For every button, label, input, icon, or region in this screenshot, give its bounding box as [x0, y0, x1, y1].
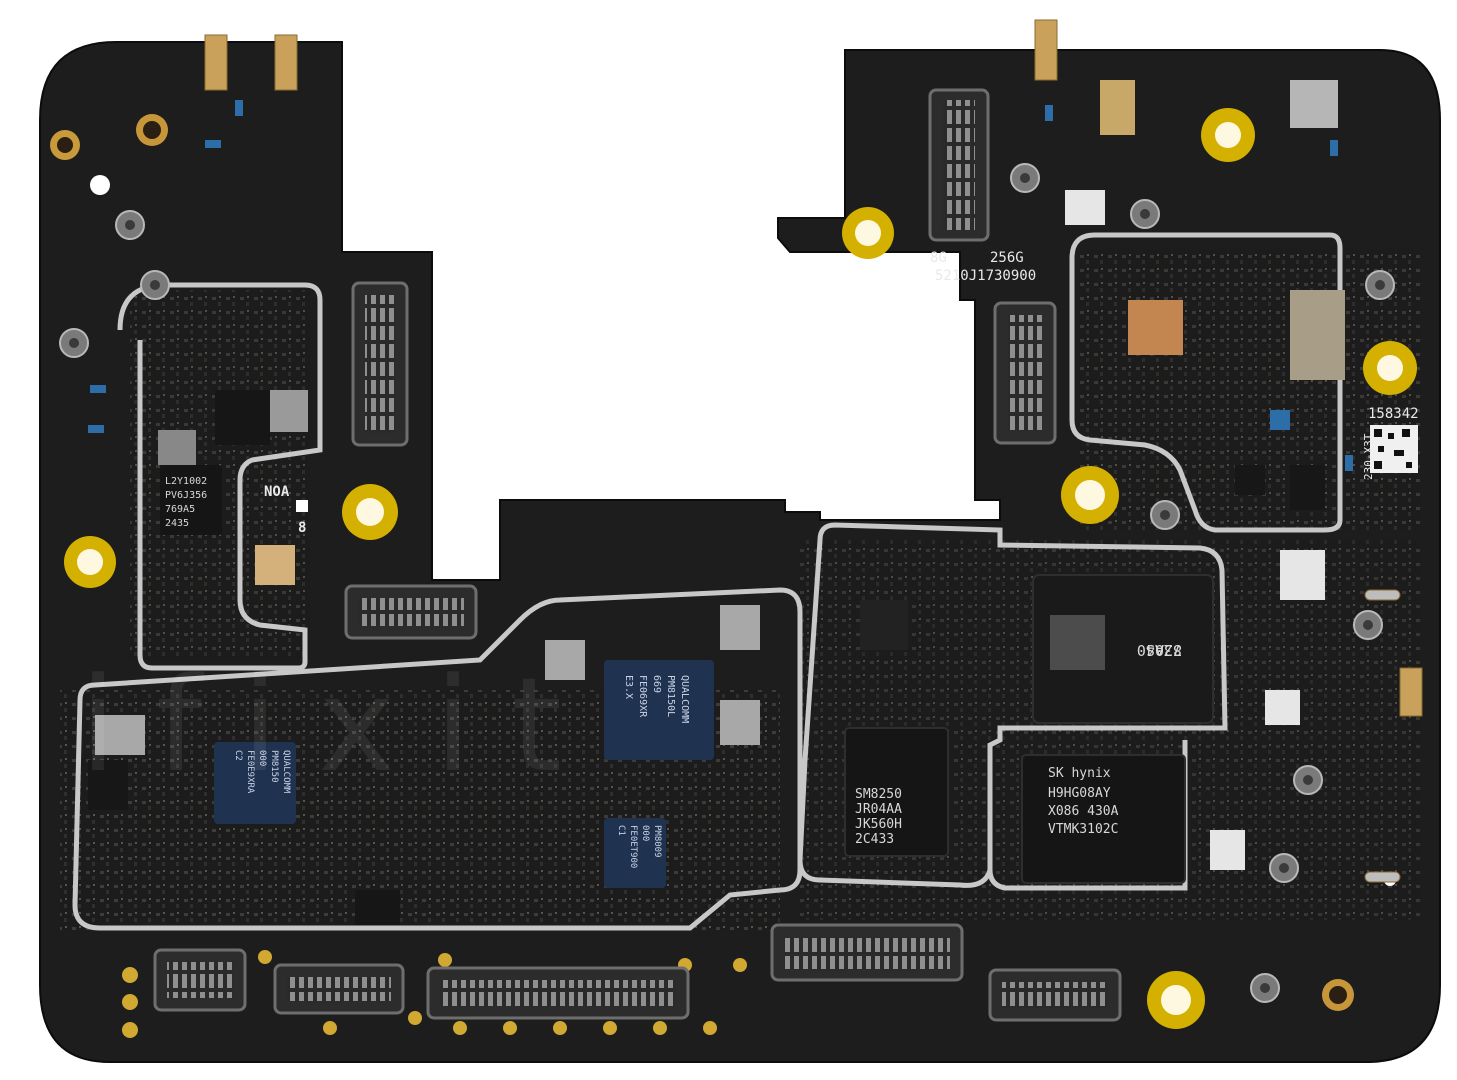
- spring-contacts: [204, 19, 1423, 883]
- svg-text:E3.X: E3.X: [623, 675, 634, 699]
- antenna-connectors: [59, 163, 1395, 1003]
- svg-text:L2Y1002: L2Y1002: [165, 476, 207, 487]
- silk-storage-size: 256G: [990, 250, 1024, 266]
- svg-text:PM8009: PM8009: [652, 825, 662, 858]
- svg-text:C2: C2: [233, 750, 243, 761]
- svg-text:PM8150: PM8150: [269, 750, 279, 783]
- svg-text:QUALCOMM: QUALCOMM: [679, 675, 690, 723]
- svg-text:FE0E9XRA: FE0E9XRA: [245, 750, 255, 794]
- svg-text:JK560H: JK560H: [855, 817, 902, 832]
- chip-pmic-b: QUALCOMM PM8150 000 FE0E9XRA C2: [214, 742, 296, 824]
- svg-text:669: 669: [651, 675, 662, 693]
- svg-text:2C433: 2C433: [855, 832, 894, 847]
- watermark: ifixit: [80, 649, 602, 801]
- svg-text:SK hynix: SK hynix: [1048, 766, 1111, 781]
- svg-text:JR04AA: JR04AA: [855, 802, 902, 817]
- mounting-holes: [50, 108, 1417, 1029]
- svg-text:000: 000: [640, 825, 650, 841]
- svg-text:2435: 2435: [165, 518, 189, 529]
- svg-text:VTMK3102C: VTMK3102C: [1048, 822, 1118, 837]
- svg-text:C1: C1: [616, 825, 626, 836]
- shield-trace-center: [817, 522, 1228, 891]
- svg-text:X086 430A: X086 430A: [1048, 804, 1119, 819]
- svg-text:QUALCOMM: QUALCOMM: [281, 750, 291, 794]
- shield-trace-bottom: [72, 587, 803, 931]
- svg-text:SM8250: SM8250: [855, 787, 902, 802]
- svg-text:PM8150L: PM8150L: [665, 675, 676, 717]
- svg-text:PV6J356: PV6J356: [165, 490, 207, 501]
- svg-text:769A5: 769A5: [165, 504, 195, 515]
- silk-mark-digit: 8: [298, 520, 306, 536]
- svg-text:FE0ET900: FE0ET900: [628, 825, 638, 868]
- chip-pmic-a: QUALCOMM PM8150L 669 FE069XR E3.X: [604, 660, 714, 760]
- shield-trace-soc: [797, 539, 993, 888]
- chip-ram: SK hynix H9HG08AY X086 430A VTMK3102C: [1021, 754, 1186, 884]
- silk-ram-size: 8G: [930, 250, 947, 266]
- svg-text:FE069XR: FE069XR: [637, 675, 648, 718]
- qr-code: [1370, 425, 1418, 473]
- silk-board-id: 158342: [1368, 406, 1419, 422]
- connectors: [153, 88, 1122, 1022]
- chip-soc: SM8250 JR04AA JK560H 2C433: [844, 727, 949, 857]
- chip-power-left: L2Y1002 PV6J356 769A5 2435: [160, 465, 222, 535]
- silk-mark: NOA: [264, 484, 290, 500]
- silk-serial: 5210J1730900: [935, 268, 1036, 284]
- chip-pmic-c: PM8009 000 FE0ET900 C1: [604, 818, 666, 888]
- small-chips: [88, 80, 1345, 925]
- shield-trace-topright: [1069, 232, 1343, 533]
- capacitors: [88, 100, 1353, 471]
- svg-text:000: 000: [257, 750, 267, 766]
- svg-text:83AS: 83AS: [1146, 641, 1182, 659]
- chip-modem: 7Z040 83AS: [1032, 574, 1214, 724]
- svg-text:7Z040: 7Z040: [1137, 641, 1182, 659]
- gold-pads: [122, 950, 747, 1038]
- svg-text:H9HG08AY: H9HG08AY: [1048, 786, 1111, 801]
